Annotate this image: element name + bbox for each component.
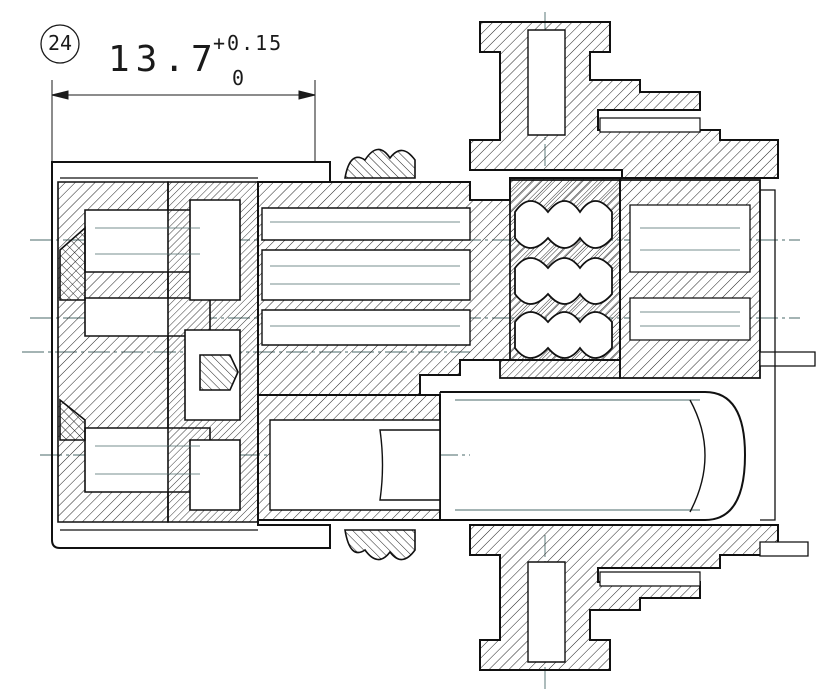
dimension-value: 13.7 [108, 39, 219, 80]
right-contacts [619, 179, 816, 557]
bottom-flange [469, 524, 779, 671]
wavy-seal [499, 179, 621, 379]
balloon-circle [40, 24, 80, 64]
seal-top [344, 148, 416, 561]
arrow-left [51, 90, 69, 100]
tolerance-upper: +0.15 [213, 31, 284, 55]
left-insert [57, 181, 259, 523]
top-flange [469, 21, 779, 179]
arrow-right [298, 90, 316, 100]
tolerance-lower: 0 [232, 66, 245, 90]
contact-bore [439, 391, 747, 521]
balloon-number: 24 [47, 31, 73, 55]
dimension-callout [40, 24, 316, 162]
detail-lines [95, 221, 740, 475]
